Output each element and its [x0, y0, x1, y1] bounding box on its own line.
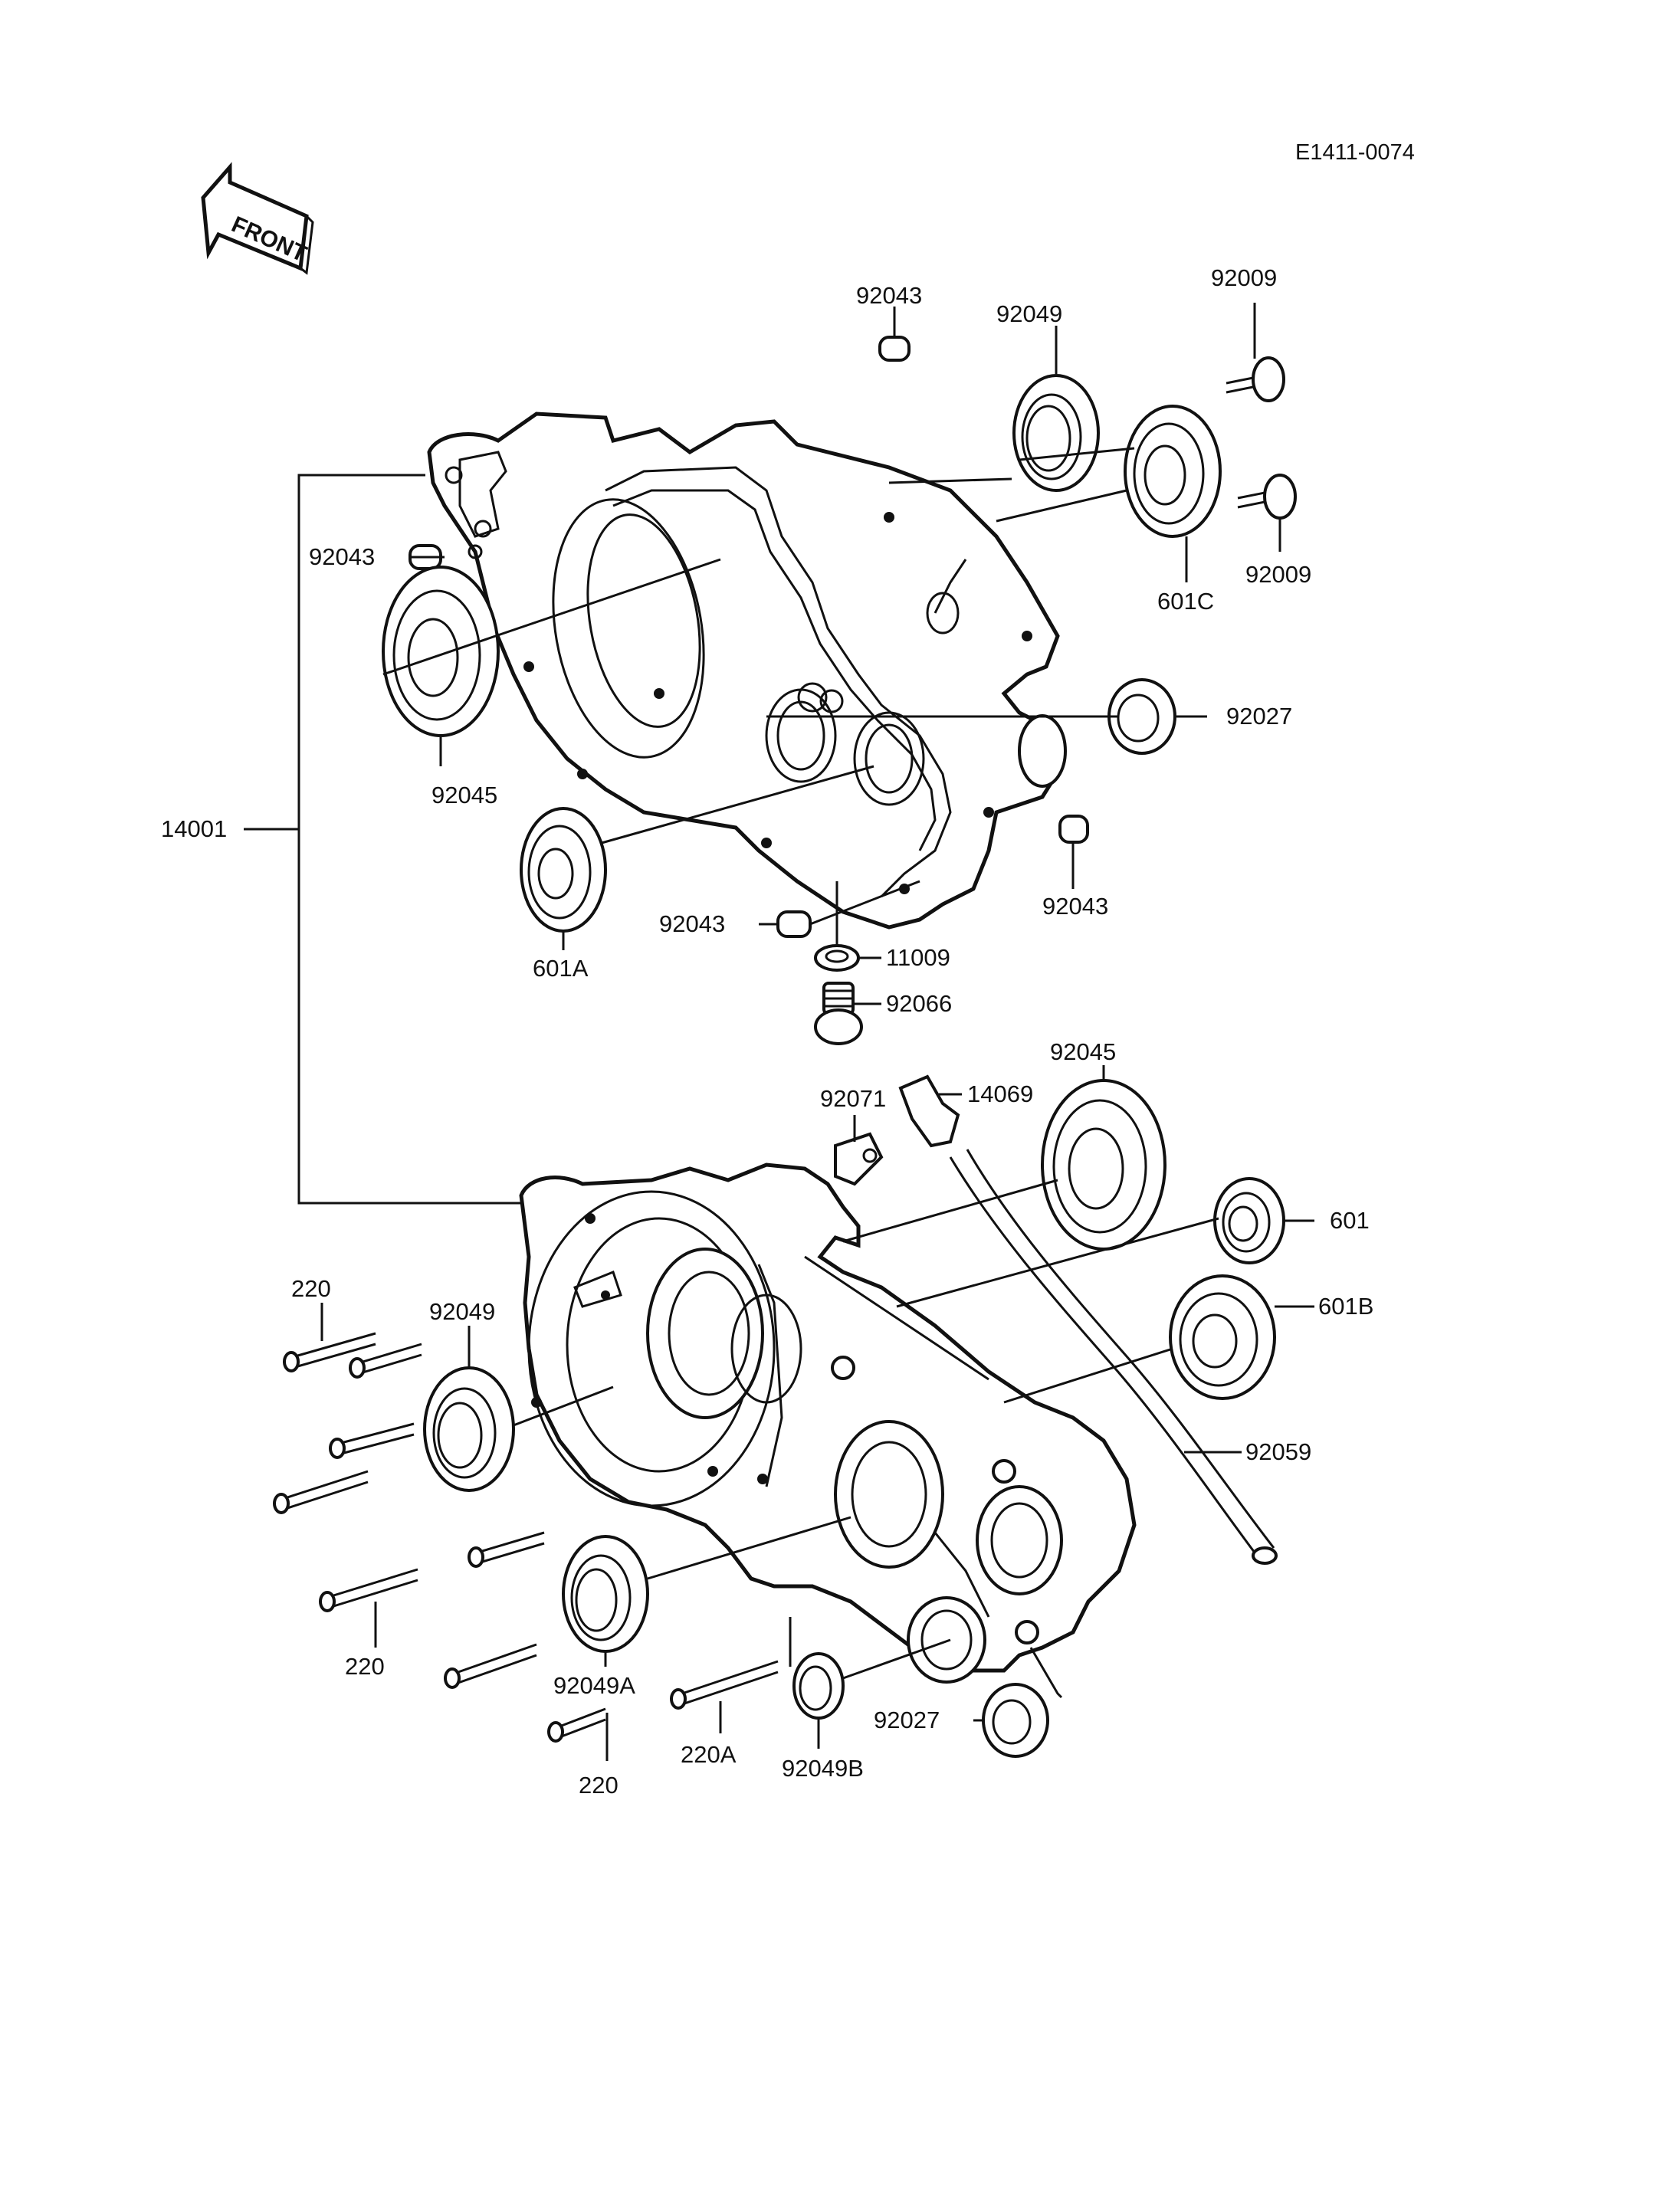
label-92049-top: 92049 [996, 300, 1062, 327]
label-92043-top: 92043 [856, 282, 922, 309]
label-220-bottom: 220 [579, 1772, 619, 1799]
label-92043-left: 92043 [309, 543, 375, 570]
lower-crankcase-half [519, 1162, 1137, 1684]
label-92045-lower: 92045 [1050, 1038, 1116, 1065]
label-601c: 601C [1157, 588, 1214, 615]
ball-bearing-601b [1169, 1274, 1276, 1400]
ball-bearing-601a [520, 807, 607, 933]
bolt-220-7 [444, 1643, 537, 1689]
hose-elbow-14069 [898, 1074, 960, 1148]
clamp-92071 [834, 1132, 884, 1186]
part-labels: 92043 92049 92009 92009 601C 92043 92045… [161, 264, 1373, 1799]
bolt-220-1 [283, 1332, 376, 1372]
bolt-220-3 [329, 1422, 415, 1459]
dowel-pin-right [1058, 815, 1089, 844]
front-arrow-icon: FRONT [201, 162, 314, 275]
bolt-220-5 [468, 1531, 545, 1568]
ball-bearing-601 [1213, 1177, 1285, 1264]
label-92043-bottom: 92043 [659, 910, 725, 937]
collar-92027-lower [982, 1683, 1049, 1758]
screw-92009-lower [1237, 474, 1297, 520]
collar-92027-upper [1107, 678, 1176, 755]
label-14069: 14069 [967, 1080, 1033, 1107]
oil-seal-92049a [562, 1535, 649, 1653]
label-220-top: 220 [291, 1275, 331, 1302]
label-92027-lower: 92027 [874, 1707, 940, 1733]
bolt-220-6 [319, 1568, 418, 1612]
ball-bearing-92045-left [382, 566, 500, 737]
screw-92009-upper [1226, 356, 1285, 402]
ball-bearing-92045-lower [1041, 1079, 1166, 1251]
bolt-220-4 [273, 1470, 369, 1514]
ball-bearing-601c [1124, 405, 1222, 538]
oil-seal-92049-lower [423, 1366, 515, 1492]
gasket-11009 [814, 944, 860, 972]
label-92071: 92071 [820, 1085, 886, 1112]
label-92066: 92066 [886, 990, 952, 1017]
label-220a: 220A [681, 1741, 737, 1768]
label-14001: 14001 [161, 815, 227, 842]
label-11009: 11009 [886, 944, 950, 971]
label-92009-mid: 92009 [1245, 561, 1311, 588]
label-601a: 601A [533, 955, 589, 982]
label-92049b: 92049B [782, 1755, 864, 1782]
label-92049-lower: 92049 [429, 1298, 495, 1325]
oil-seal-92049b [792, 1652, 845, 1720]
label-92059: 92059 [1245, 1438, 1311, 1465]
label-601: 601 [1330, 1207, 1370, 1234]
dowel-pin-bottom [776, 910, 812, 938]
bolt-220a [670, 1660, 779, 1710]
label-92043-right: 92043 [1042, 893, 1108, 920]
leader-lines [244, 303, 1314, 1761]
label-601b: 601B [1318, 1293, 1373, 1320]
dowel-pin-top [878, 336, 911, 362]
drain-bolt-92066 [814, 982, 863, 1045]
upper-crankcase-half [427, 412, 1067, 930]
label-92027-upper: 92027 [1226, 703, 1292, 730]
bolt-220-2 [349, 1343, 422, 1379]
label-220-mid: 220 [345, 1653, 385, 1680]
bolt-220-8 [547, 1707, 606, 1743]
reference-code: E1411-0074 [1295, 140, 1415, 165]
breather-hose-92059 [949, 1149, 1278, 1565]
label-92045-left: 92045 [431, 782, 497, 808]
label-92049a: 92049A [553, 1672, 635, 1699]
oil-seal-upper [1012, 374, 1100, 492]
label-92009-top: 92009 [1211, 264, 1277, 291]
